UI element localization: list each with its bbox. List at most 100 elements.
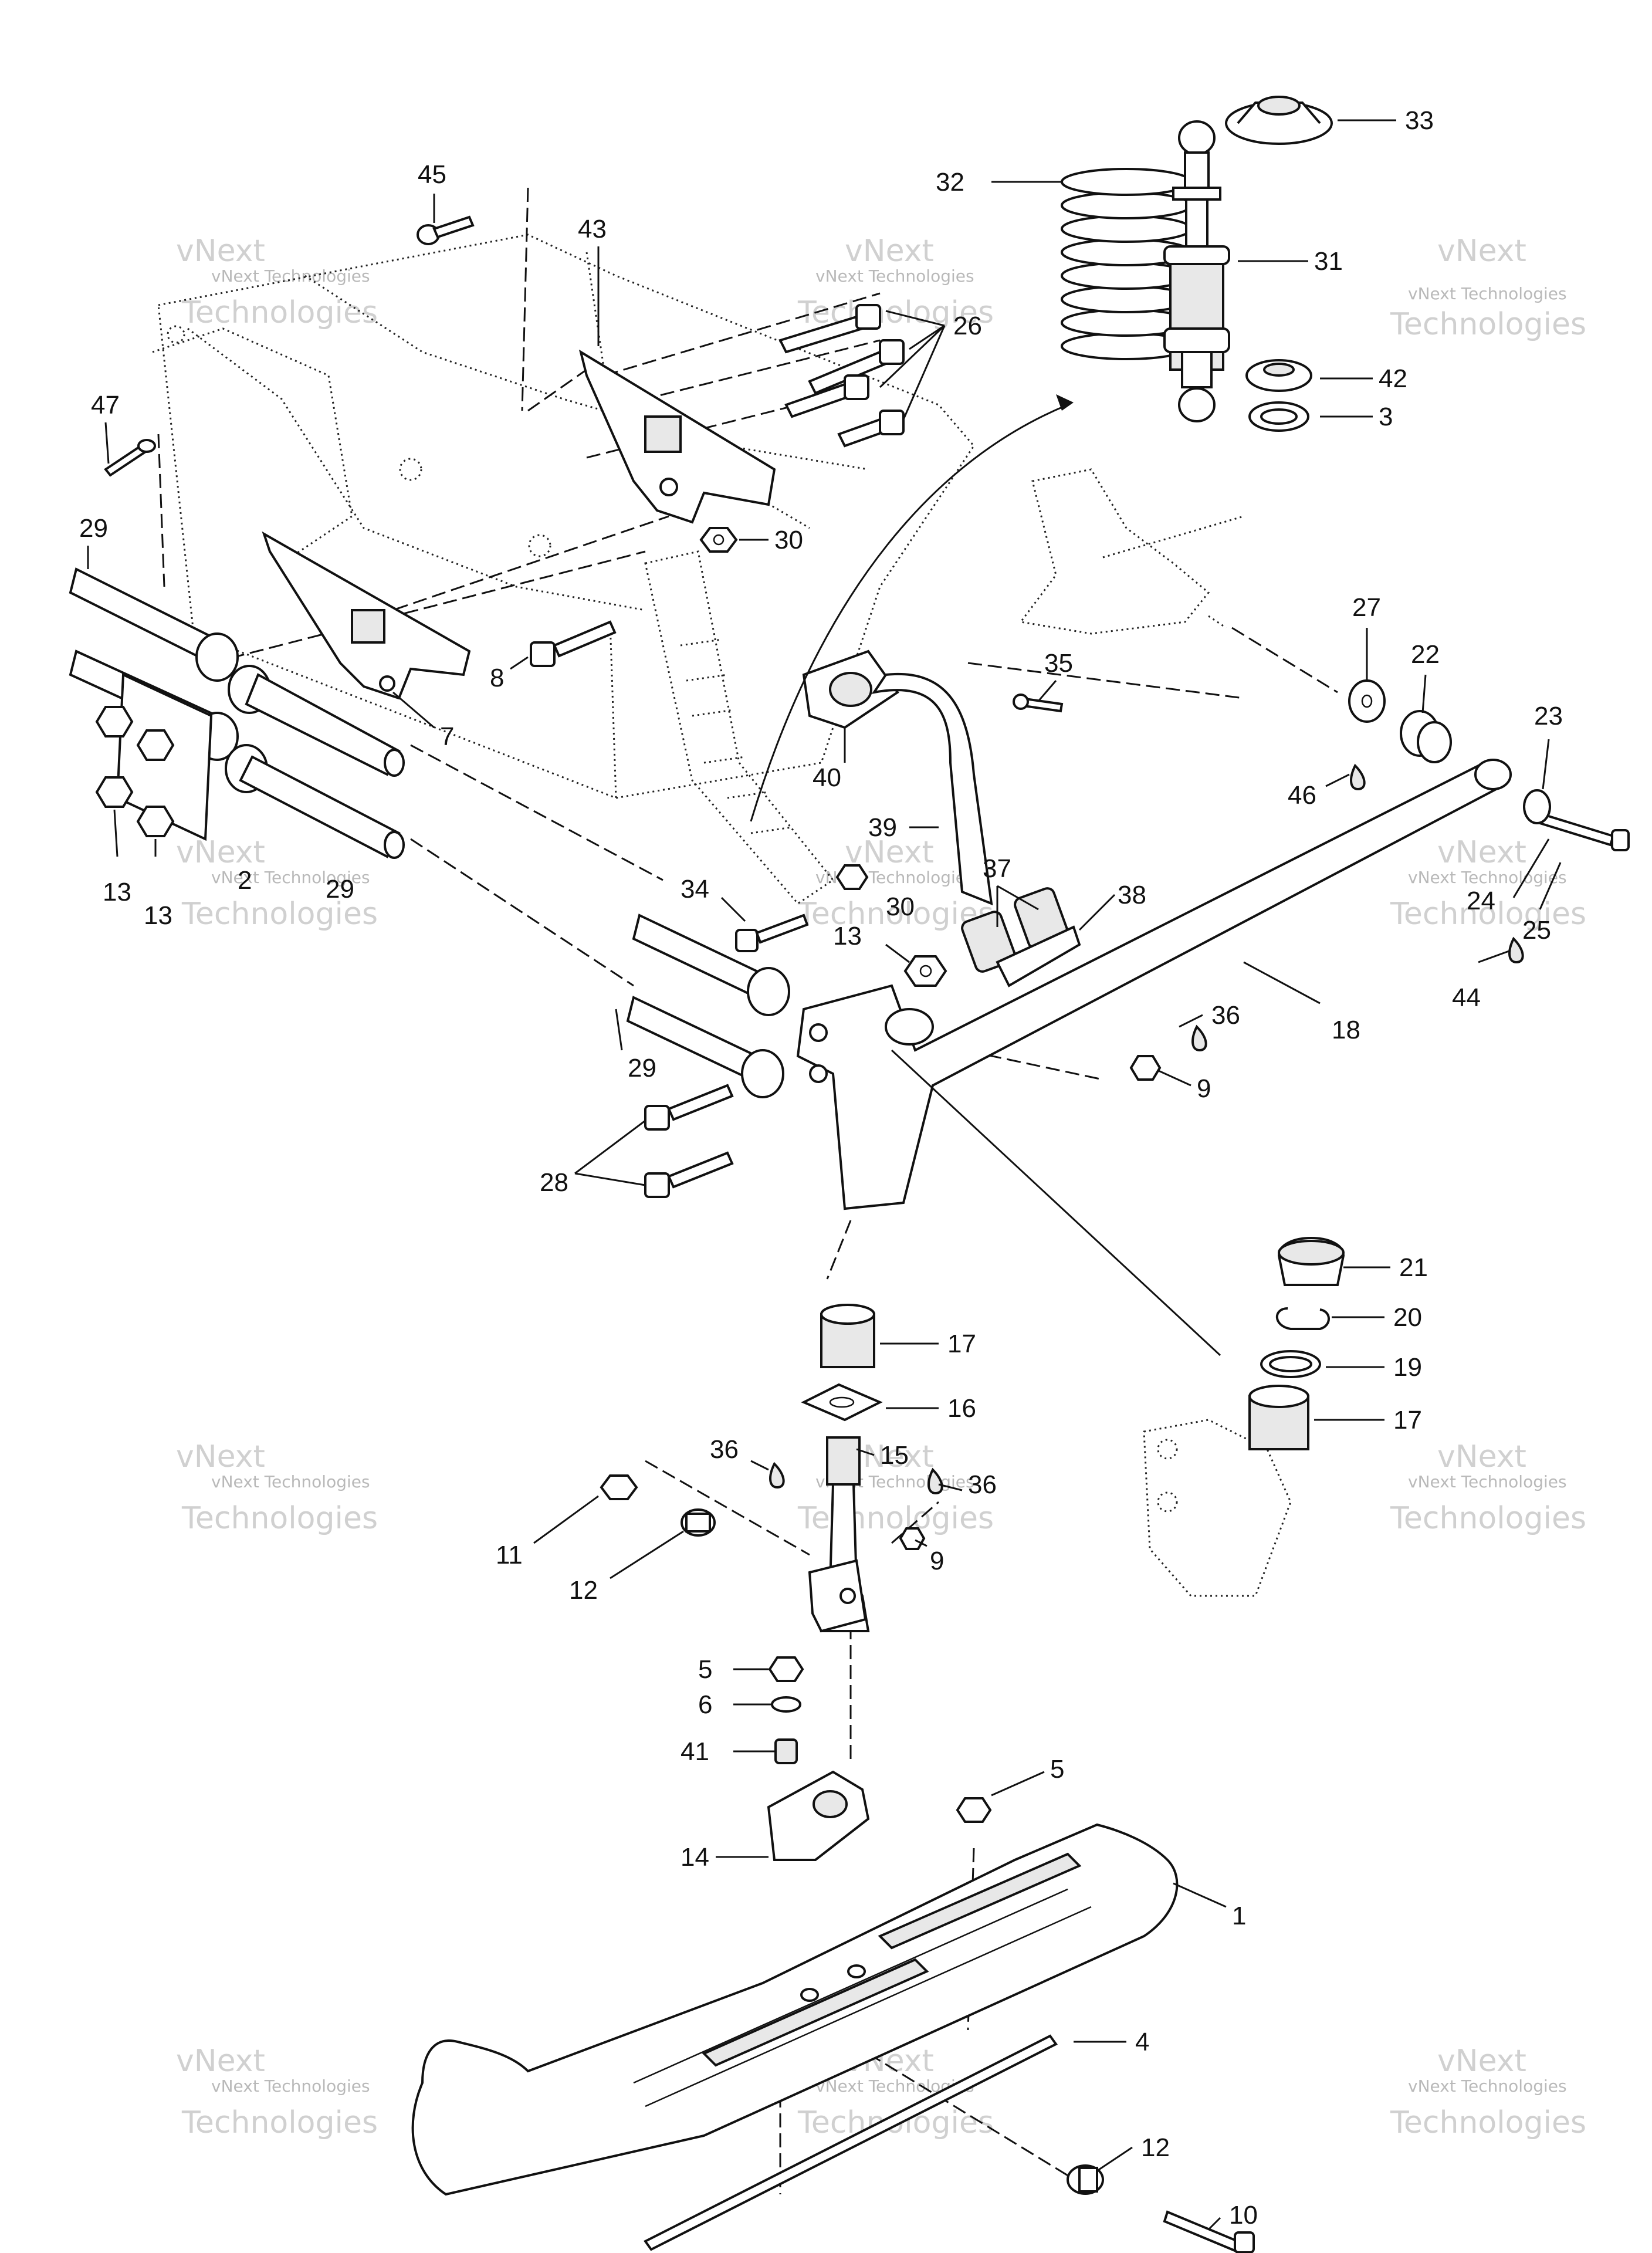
watermark-line1: vNext <box>176 835 265 870</box>
watermark-low-right: vNext vNext Technologies Technologies <box>1390 1439 1586 1536</box>
ski-mount-14 <box>767 1770 870 1861</box>
callout-37: 37 <box>983 854 1011 883</box>
bolt-25 <box>1532 811 1630 851</box>
callout-4: 4 <box>1135 2028 1149 2056</box>
callout-2: 2 <box>238 866 252 895</box>
callout-12: 12 <box>1141 2133 1170 2162</box>
watermark-top-right: vNext vNext Technologies Technologies <box>1390 234 1586 342</box>
watermark-line3: Technologies <box>797 1501 994 1536</box>
callout-29: 29 <box>79 514 108 543</box>
bolt-10 <box>1163 2210 1255 2253</box>
callout-18: 18 <box>1332 1016 1360 1044</box>
callout-42: 42 <box>1379 364 1407 393</box>
watermark-low-left: vNext vNext Technologies Technologies <box>176 1439 378 1536</box>
watermark-line2: vNext Technologies <box>1408 868 1567 887</box>
callout-46: 46 <box>1288 781 1316 810</box>
callout-22: 22 <box>1411 640 1440 669</box>
cup-33 <box>1225 96 1333 145</box>
callout-43: 43 <box>578 215 607 243</box>
watermark-line2: vNext Technologies <box>211 1472 370 1491</box>
bushing-17-right <box>1248 1385 1309 1450</box>
watermark-line2: vNext Technologies <box>211 2076 370 2096</box>
watermark-line2: vNext Technologies <box>211 266 370 286</box>
bolts-26 <box>778 304 905 448</box>
watermark-line1: vNext <box>1437 2044 1526 2079</box>
callout-17: 17 <box>947 1330 976 1358</box>
callout-29: 29 <box>628 1054 656 1082</box>
watermark-mid-right: vNext vNext Technologies Technologies <box>1390 835 1586 932</box>
knuckle-outline <box>1143 1419 1292 1597</box>
shock-in-frame-outline <box>644 550 835 905</box>
nut-13-lower <box>903 955 947 987</box>
callout-8: 8 <box>490 664 504 692</box>
callout-6: 6 <box>698 1690 712 1719</box>
watermark-line1: vNext <box>1437 835 1526 870</box>
washer-19 <box>1260 1350 1321 1378</box>
callout-3: 3 <box>1379 402 1393 431</box>
callout-36: 36 <box>710 1435 739 1464</box>
watermark-line3: Technologies <box>1390 1501 1586 1536</box>
washer-23 <box>1523 789 1551 824</box>
spacer-41 <box>774 1738 798 1764</box>
plate-16 <box>801 1383 883 1422</box>
callout-16: 16 <box>947 1394 976 1423</box>
callout-10: 10 <box>1229 2201 1258 2230</box>
callout-9: 9 <box>1197 1074 1211 1103</box>
callout-34: 34 <box>681 875 709 904</box>
nut-11 <box>600 1474 638 1500</box>
watermark-line2: vNext Technologies <box>1408 1472 1567 1491</box>
nut-5 <box>768 1656 992 1823</box>
callout-21: 21 <box>1399 1253 1428 1282</box>
watermark-line3: Technologies <box>1390 307 1586 342</box>
clip-20 <box>1275 1307 1330 1330</box>
watermark-bottom-right: vNext vNext Technologies Technologies <box>1390 2044 1586 2140</box>
watermark-line3: Technologies <box>181 897 378 932</box>
rivet-47 <box>104 439 156 477</box>
watermark-line1: vNext <box>176 234 265 269</box>
callout-27: 27 <box>1352 593 1381 622</box>
callout-24: 24 <box>1467 887 1495 915</box>
callout-41: 41 <box>681 1737 709 1766</box>
callout-36: 36 <box>1211 1001 1240 1030</box>
watermark-line2: vNext Technologies <box>1408 284 1567 303</box>
callout-11: 11 <box>496 1541 523 1569</box>
watermark-line1: vNext <box>176 2044 265 2079</box>
callout-39: 39 <box>868 813 897 842</box>
callout-5: 5 <box>1050 1755 1064 1784</box>
callout-numbers: 45 43 32 33 31 26 42 3 47 29 30 8 7 27 2… <box>79 106 1563 2230</box>
callout-29: 29 <box>326 875 354 904</box>
callout-13: 13 <box>103 878 131 906</box>
bushing-22 <box>1400 710 1452 763</box>
callout-1: 1 <box>1232 1902 1246 1930</box>
watermark-line2: vNext Technologies <box>211 868 370 887</box>
link-39 <box>871 672 993 906</box>
axis-line <box>891 1049 1221 1356</box>
watermark-line1: vNext <box>845 234 934 269</box>
bracket-7 <box>262 531 471 700</box>
watermark-line3: Technologies <box>1390 2105 1586 2140</box>
callout-47: 47 <box>91 391 120 420</box>
callout-32: 32 <box>936 168 964 197</box>
callout-45: 45 <box>418 160 446 189</box>
bushing-17-center <box>820 1304 875 1368</box>
drops-44-46 <box>769 763 1524 1495</box>
shock-absorber-31 <box>1163 120 1230 422</box>
fitting-9 <box>899 1055 1162 1550</box>
arrow-head <box>1056 394 1074 411</box>
callout-26: 26 <box>953 312 982 340</box>
callout-7: 7 <box>440 722 454 751</box>
bushing-12-upper <box>681 1508 716 1537</box>
bracket-38 <box>996 925 1081 987</box>
callout-19: 19 <box>1393 1353 1422 1382</box>
watermark-line3: Technologies <box>181 295 378 330</box>
bolt-34 <box>735 914 809 952</box>
watermark-line2: vNext Technologies <box>815 266 974 286</box>
ski-1 <box>411 1823 1179 2196</box>
callout-23: 23 <box>1534 702 1563 730</box>
rod-4 <box>644 2034 1058 2251</box>
watermark-line1: vNext <box>1437 234 1526 269</box>
nut-30-lower <box>835 864 869 890</box>
bushing-12-lower <box>1067 2164 1104 2195</box>
callout-38: 38 <box>1118 881 1146 909</box>
callout-28: 28 <box>540 1168 568 1197</box>
